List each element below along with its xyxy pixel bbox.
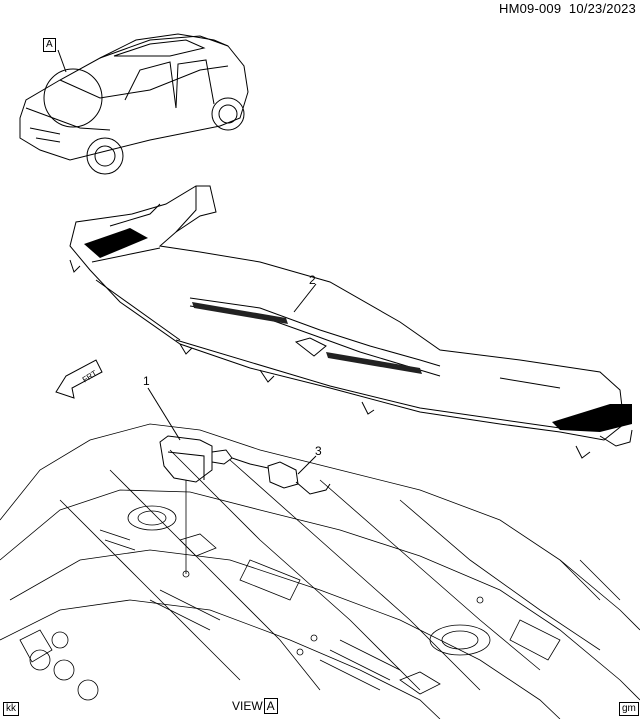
sensor-part-1 <box>147 387 233 483</box>
diagram-date: 10/23/2023 <box>568 1 636 16</box>
callout-2: 2 <box>309 273 316 287</box>
callout-1: 1 <box>143 374 150 388</box>
diagram-header: HM09-009 10/23/2023 <box>499 1 636 16</box>
view-text: VIEW <box>232 699 263 713</box>
callout-3: 3 <box>315 444 322 458</box>
harness-part-3 <box>231 455 331 495</box>
diagram-code: HM09-009 <box>499 1 562 16</box>
vehicle-locator <box>19 33 249 175</box>
defrost-panel <box>69 185 633 459</box>
gm-tag: gm <box>619 702 639 716</box>
defrost-panel-grilles <box>84 228 632 432</box>
view-a-marker: A <box>43 38 56 52</box>
kk-tag: kk <box>3 702 19 716</box>
view-ref: A <box>263 698 278 714</box>
front-direction-arrow <box>55 359 103 399</box>
view-a-zoom-circle <box>43 68 103 128</box>
instrument-panel-structure <box>0 423 640 719</box>
